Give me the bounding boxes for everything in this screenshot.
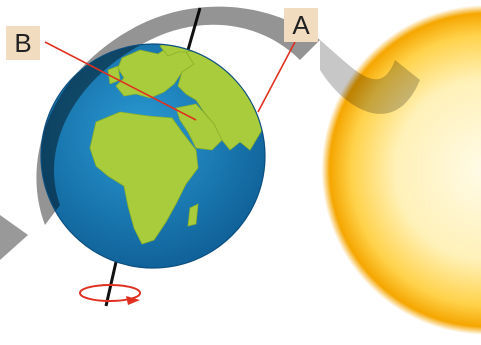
land-madagascar	[187, 203, 199, 227]
earth-axis-bottom	[104, 261, 118, 307]
leader-line-a	[257, 39, 297, 113]
rotation-arrow-icon	[79, 284, 141, 305]
watermark-arc	[36, 6, 320, 225]
sun	[305, 5, 481, 335]
label-a: A	[284, 8, 318, 42]
land-africa	[89, 111, 199, 245]
earth-globe-icon	[36, 6, 320, 269]
earth-axis-top	[186, 7, 202, 51]
watermark-stroke	[320, 40, 420, 114]
leader-line-b	[44, 41, 197, 121]
watermark-corner	[0, 215, 28, 260]
label-b: B	[6, 26, 40, 60]
